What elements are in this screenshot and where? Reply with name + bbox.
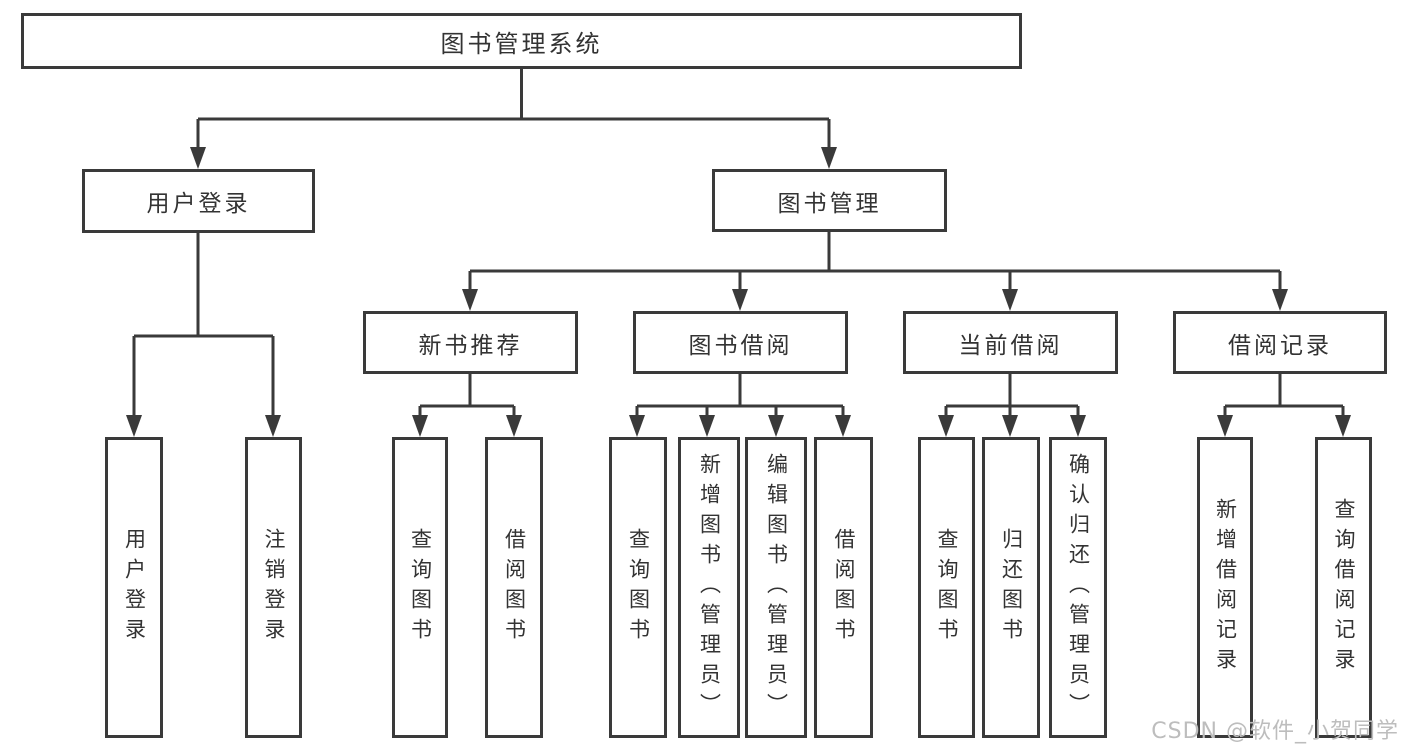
leaf-user-login: 用户登录 (105, 437, 163, 738)
leaf-logout: 注销登录 (245, 437, 302, 738)
node-root: 图书管理系统 (21, 13, 1022, 69)
leaf-query-books-current: 查询图书 (918, 437, 975, 738)
node-borrow-records: 借阅记录 (1173, 311, 1387, 374)
leaf-borrow-books-recommend: 借阅图书 (485, 437, 543, 738)
csdn-watermark: CSDN @软件_小贺同学 (1151, 719, 1399, 744)
leaf-confirm-return-admin: 确认归还（管理员） (1049, 437, 1107, 738)
arrowheads (126, 147, 1351, 437)
leaf-borrow-books: 借阅图书 (814, 437, 873, 738)
node-user-login: 用户登录 (82, 169, 315, 233)
node-book-management: 图书管理 (712, 169, 947, 232)
leaf-add-borrow-record: 新增借阅记录 (1197, 437, 1253, 738)
leaf-edit-books-admin: 编辑图书（管理员） (745, 437, 807, 738)
leaf-return-books: 归还图书 (982, 437, 1040, 738)
leaf-query-borrow-record: 查询借阅记录 (1315, 437, 1372, 738)
node-book-borrow: 图书借阅 (633, 311, 848, 374)
leaf-add-books-admin: 新增图书（管理员） (678, 437, 740, 738)
leaf-query-books-borrow: 查询图书 (609, 437, 667, 738)
leaf-query-books-recommend: 查询图书 (392, 437, 448, 738)
node-new-book-recommend: 新书推荐 (363, 311, 578, 374)
node-current-borrow: 当前借阅 (903, 311, 1118, 374)
